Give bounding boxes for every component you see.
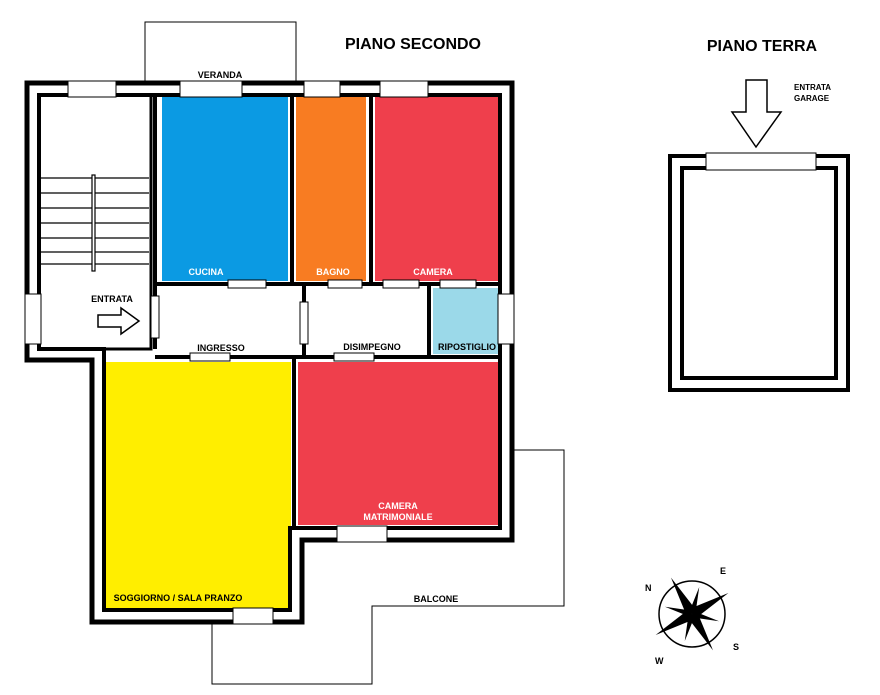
door-openings [150,279,477,362]
garage-inner-wall [680,166,838,380]
title-piano-secondo: PIANO SECONDO [345,36,481,53]
label-soggiorno: SOGGIORNO / SALA PRANZO [114,593,243,603]
label-ripostiglio: RIPOSTIGLIO [438,342,496,352]
compass-n: N [645,583,652,593]
garage-door [705,152,817,171]
label-disimpegno: DISIMPEGNO [343,342,401,352]
label-camera-matrimoniale-line2: MATRIMONIALE [363,512,432,522]
label-camera: CAMERA [413,267,453,277]
label-ingresso: INGRESSO [197,343,245,353]
windows [24,80,515,625]
label-balcone: BALCONE [414,594,459,604]
compass-s: S [733,642,739,652]
room-bagno [296,97,366,281]
title-piano-terra: PIANO TERRA [707,38,818,55]
veranda-outline [144,21,297,82]
room-camera-matrimoniale [298,362,498,525]
compass-rose-icon [655,577,729,651]
label-garage-entrata-line2: GARAGE [794,94,830,103]
garage-outer-wall [668,154,850,392]
outer-wall-outer [24,80,515,625]
label-entrata: ENTRATA [91,294,133,304]
label-camera-matrimoniale-line1: CAMERA [378,501,418,511]
room-ripostiglio [433,288,498,354]
label-garage-entrata-line1: ENTRATA [794,83,831,92]
stairs [41,174,149,272]
room-soggiorno [104,362,291,609]
entrata-arrow-icon [97,306,141,336]
balcone-outline [211,449,565,685]
compass-w: W [655,656,664,666]
garage-entrata-arrow-icon [730,79,783,149]
label-veranda: VERANDA [198,70,243,80]
label-bagno: BAGNO [316,267,350,277]
compass-e: E [720,566,726,576]
room-cucina [162,97,288,281]
label-cucina: CUCINA [189,267,224,277]
room-camera [375,97,499,281]
